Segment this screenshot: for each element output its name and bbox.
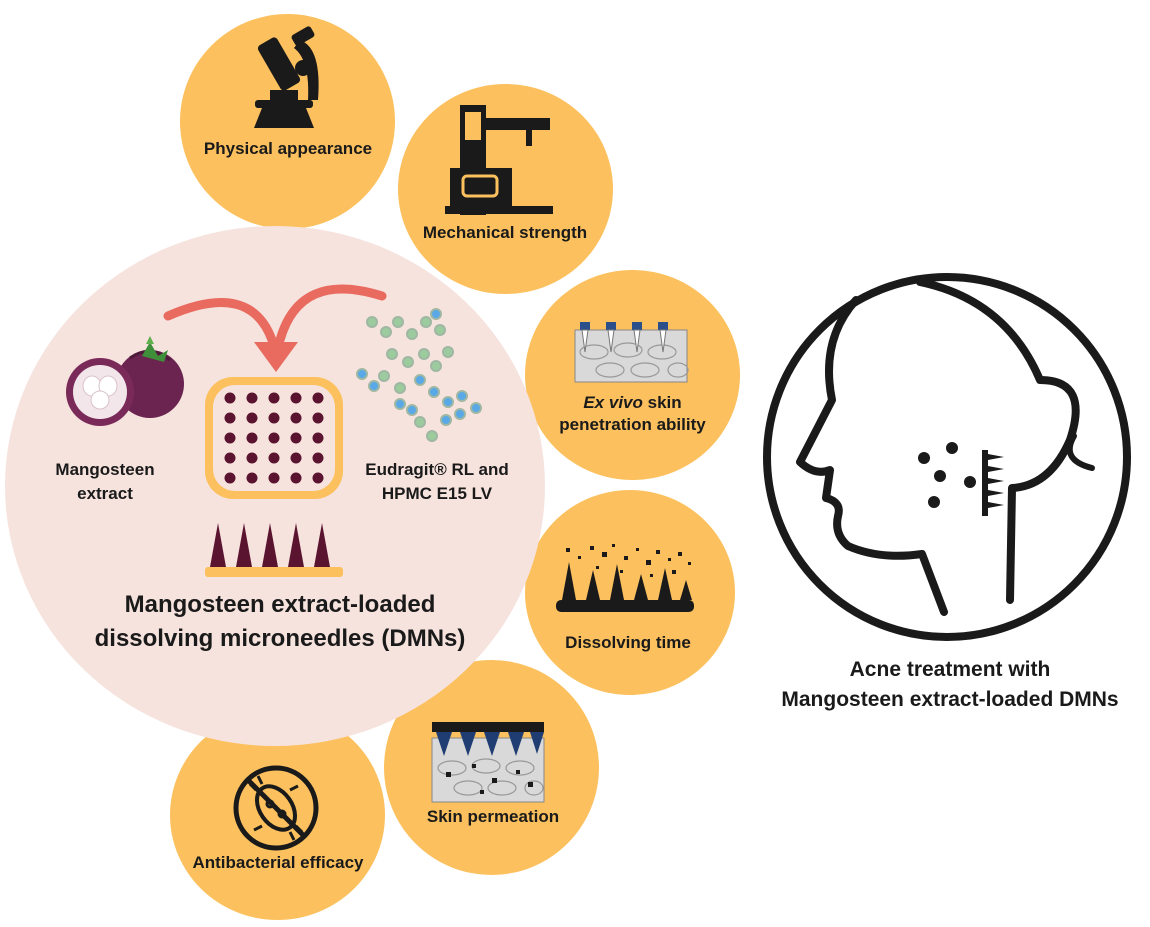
label-skin-permeation: Skin permeation bbox=[426, 807, 560, 826]
label-mangosteen-line2: extract bbox=[77, 484, 133, 503]
label-physical-appearance: Physical appearance bbox=[203, 139, 373, 158]
label-mangosteen-extract: Mangosteen extract bbox=[50, 458, 160, 506]
label-ex-vivo: Ex vivo skin penetration ability bbox=[530, 392, 735, 436]
label-polymers: Eudragit® RL and HPMC E15 LV bbox=[352, 458, 522, 506]
skin-penetration-icon bbox=[574, 322, 689, 383]
microneedle-patch-icon bbox=[205, 377, 343, 499]
arrow-head bbox=[254, 342, 298, 372]
label-mangosteen-line1: Mangosteen bbox=[55, 460, 155, 479]
main-title: Mangosteen extract-loaded dissolving mic… bbox=[70, 588, 490, 656]
texture-analyzer-icon bbox=[445, 105, 553, 215]
label-ex-vivo-line2: penetration ability bbox=[559, 415, 706, 434]
main-title-line2: dissolving microneedles (DMNs) bbox=[94, 625, 466, 652]
skin-permeation-icon bbox=[431, 722, 545, 803]
label-ex-vivo-rest: skin bbox=[642, 393, 682, 412]
application-label-line2: Mangosteen extract-loaded DMNs bbox=[781, 688, 1119, 711]
main-title-line1: Mangosteen extract-loaded bbox=[124, 591, 436, 618]
face-with-microneedle-icon bbox=[763, 273, 1131, 641]
label-antibacterial: Antibacterial efficacy bbox=[192, 853, 364, 872]
label-dissolving-time: Dissolving time bbox=[565, 633, 691, 652]
application-label: Acne treatment with Mangosteen extract-l… bbox=[740, 655, 1150, 715]
label-polymers-line2: HPMC E15 LV bbox=[381, 484, 493, 503]
label-mechanical-strength: Mechanical strength bbox=[422, 223, 588, 242]
merge-arrows bbox=[163, 284, 387, 345]
microscope-icon bbox=[254, 26, 319, 128]
microneedle-array-icon bbox=[205, 523, 343, 577]
label-ex-vivo-emphasis: Ex vivo bbox=[583, 393, 643, 412]
no-bacteria-icon bbox=[233, 765, 319, 851]
dissolving-needles-icon bbox=[556, 544, 694, 612]
application-label-line1: Acne treatment with bbox=[849, 658, 1051, 681]
bubble-dissolving-time bbox=[525, 490, 735, 695]
label-polymers-line1: Eudragit® RL and bbox=[365, 460, 509, 479]
polymer-chain-icon bbox=[356, 308, 482, 442]
mangosteen-fruit-icon bbox=[66, 336, 184, 426]
